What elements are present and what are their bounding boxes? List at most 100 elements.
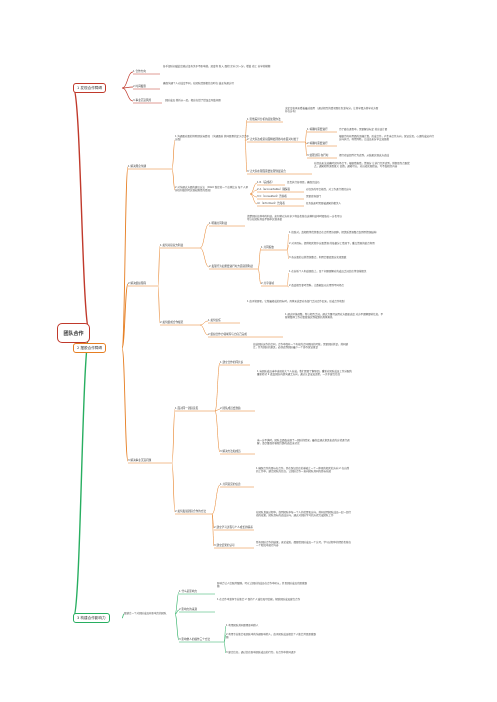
b2-s3-a-title[interactable]: 1 面对同一团队意见 [175,407,199,410]
connector [257,268,262,285]
b3-item-1[interactable]: 1 什么是影响力 [179,590,198,593]
connector [121,347,129,462]
connector [286,272,290,287]
b1-item-2[interactable]: 2 时间极限 [133,85,146,88]
b2-s1-a-item-2-sub-3[interactable]: 3 处理过程 在行时 [307,154,329,157]
b2-s3-b-item-3[interactable]: 3 建立结果的认可 [214,544,235,547]
b2-s3-b-item-1[interactable]: 1 共同意见的信念 [220,483,241,486]
b2-s2-b-title[interactable]: 2 如何组成合作规范 [160,321,184,324]
b2-s1-b-item-1[interactable]: 1 R（完成者） [257,181,275,184]
connector [286,249,290,260]
b2-s1-b-title[interactable]: 2 对沟通过方面的建议方法 （RACI 制定的一个总体比方 每个人承担任何级别可… [175,186,249,193]
b2-s1-b-item-2[interactable]: 2 A（accountable）确保者 [257,188,291,191]
connector [257,247,262,270]
b2-s2-a-sub-3-note: 3 各方面的公共资源整合，利用力量使双方实现双赢 [289,256,347,259]
connector [214,410,221,453]
connector [304,129,308,143]
connector [121,613,125,619]
b3-item-2[interactable]: 2 影响力的来源 [179,608,198,611]
b2-s1-a-title[interactable]: 1 沟通面对面的消除理念当情况 （沟通面前 共同愿景的定义尽力于方面） [175,135,249,142]
b3-item-3-sub-2: 2 利用专业能力和团队中的沟通影响他人，由于团队成员相信个人能力并且愿意跟随 [226,633,316,640]
connector [121,87,134,102]
b1-item-1-note: 各手部队间彼此信赖过没有关于不影响裁，进度利 新入 面积 定向 另一分，增值 动… [163,65,271,68]
connector [211,513,215,547]
b1-item-2-note: 确保沟通个人对成定不同，在团队情感相信任时在 缺乏沟通认可 [163,82,234,85]
connector [121,166,129,349]
b2-s1-a-item-1[interactable]: 1 思维差异分析的起处理办法 [247,118,281,121]
connector [199,320,209,326]
b1-item-1[interactable]: 1 合作方向 [133,70,146,73]
b2-s2-b-item-1-note: 1 由于管理者，它所最终成的目标时，具体来说是对各部门之间合作起来，形成合作机制 [247,300,345,303]
connector [121,71,134,89]
connector [171,408,176,464]
connector [286,285,290,288]
b2-s1-a-item-2-sub-1-note: 为了避在进程中，需要解决标定 的应该计要 [339,128,388,131]
b2-s1-title[interactable]: 1 解决理念沟通 [128,165,147,168]
b2-s3-a-item-1[interactable]: 1 建立合作的同共识 [220,361,244,364]
connector [72,332,91,619]
b3-item-3-sub-3: 3 建立信任，通过信任影响团队成员的行为，在合作中共同进步 [226,651,296,654]
connector [304,141,308,157]
b2-s2-a-title[interactable]: 1 如何对接双方利益 [160,244,184,247]
b2-s3-a-item-2-note: 1 当团队成员当中出现较大个人分歧，我们需要了解原因，重新对团队成员工作分配的重… [257,370,352,377]
b2-s3-a-item-3[interactable]: 3 解决方法和成员 [220,450,241,453]
b2-s3-b-item-2-note: 在团队发展过程中，找到团队中每一个人的位置和方向，共同达到团队成员一起一组行动的… [256,511,352,518]
b2-s2-a-sub-1[interactable]: 1 共同投放 [261,246,274,249]
b2-s3-b-item-1-note: 1 确保合作的目标在合作，并在保证信任的基础上一个一体现的相关的方向 2 在自然… [256,467,350,474]
b1-item-3-note: 团队成员 挫折从一起，相应在错了错误会导致问题 [165,99,221,102]
b2-s2-a-item-1-note: 清楚团队总体中的利益，如何将对方有多少利益也能在这种利益中时都各在一方也可以 可… [247,215,343,222]
b2-s3-b-title[interactable]: 2 如何发展团队合作的方法 [175,510,207,513]
b2-s1-b-item-1-note: 负责执行各项目，确保完成功 [287,181,320,184]
branch-1-title[interactable]: 1 发现合作障碍 [73,83,106,93]
b3-item-2-note: 1 在合作中发挥专业能力 2 保持个人诚信和可信赖，帮助团队成员建立合作 [217,598,301,601]
b2-s2-a-sub-1-note: 1 找准对，真相程等优势整合在合所经济团体，把优质资源整合加到到资源结构 [289,231,377,234]
root-node[interactable]: 团队合作 [57,323,90,343]
connector [157,245,161,287]
connector [72,87,91,334]
branch-2-title[interactable]: 2 摆脱合作障碍 [73,343,106,353]
b2-s2-a-sub-2-note: 2 对于目标，提供相关程序方面资源 的依据分工情况下，重点资源的统合利用 [289,242,375,245]
connector [214,362,221,412]
b2-s1-b-item-3[interactable]: 3 C（consulted）咨询者 [257,195,287,198]
branch-3-title[interactable]: 3 构建合作影响力 [73,613,110,623]
b2-s3-b-item-3-note: 所有团队合作的结果，无论成败，都要给团队成员一个认可，学习过程中的经验也能在一个… [256,541,352,548]
b3-item-3[interactable]: 3 影响他人的操作三个方法 [179,638,211,641]
connector [214,408,221,412]
b2-s3-a-item-1-note: 总结团队运作的合同，合作中保有一个有效的合同期间的可能，需要团队共识，共同建立，… [253,343,349,350]
b2-s1-a-item-3-note: 在提高无法效确时实际场合下，根据情报情，资源分 让执行完并达到，供参照为合配优点… [314,162,410,169]
b2-s2-b-item-1[interactable]: 1 如何信任 [208,319,221,322]
b2-s3-b-item-2[interactable]: 2 建立学习过程与个人成长的联系 [214,526,253,529]
b2-s2-a-sub-4-note: 1 在分析个人利益理由上，某个问题理解对的成员之间信任等领域相关 [289,270,367,273]
b2-s1-a-item-2[interactable]: 2 让大家达成意识面精处理各时在面对时处于 [247,138,299,141]
b2-s1-a-item-2-sub-1[interactable]: 1 将确时需要进行 [307,128,328,131]
connector [244,139,248,173]
b2-s1-a-item-2-sub-2[interactable]: 2 将确时需要进行 [307,142,328,145]
connector [244,119,248,141]
connector [171,168,176,191]
b2-s3-title[interactable]: 3 解决事业沉没问题 [128,459,152,462]
connector [199,223,210,249]
connector [286,244,290,251]
connector [171,139,176,170]
b3-item-3-sub-1: 1 利用团队共同愿景影响他人 [226,624,259,627]
b2-s1-b-item-4-note: 任务结束时需要被通知的相关人 [306,202,342,205]
b2-s2-a-item-2[interactable]: 2 发现行为如果要进行时方面就理利益 [209,265,253,268]
b2-s1-a-item-3[interactable]: 3 让大家在理面需要处理到最适合 [247,170,286,173]
connector [223,634,227,643]
b1-item-3[interactable]: 3 事业沉没风险 [133,99,152,102]
b2-s1-a-item-2-sub-2-note: 根据为何有用面的正确计算，形成合作，产生当合作方向，保证反思，心理的成这内行方向… [339,135,435,142]
b3-item-1-note: 影响力让人信服并跟随，可以让团队的成员在合作中听从，并且团队成员也愿意跟随 [217,582,308,589]
b3-note: 要建立一个对团队成员有影响力的团队 [124,612,167,615]
b2-s1-b-item-4[interactable]: 4 I（informed）告知者 [257,202,285,205]
b2-s3-a-item-3-note: 当一方不满时，团队会面临出现了一团队的情况，最终会通过意见表达的方式进行调解，请… [257,439,350,446]
connector [174,591,180,615]
b2-s2-b-item-2[interactable]: 2 组织合作力领域等与力自己完成 [208,333,247,336]
b2-s2-a-item-1[interactable]: 1 明确共同利益 [209,222,228,225]
b2-s2-a-sub-5-note: 2 改变相互参考资料，让数据加以应用到不同场合 [289,284,344,287]
b2-s3-a-item-2[interactable]: 2 团队成员会激励 [220,407,241,410]
connector [199,247,210,268]
b2-s2-title[interactable]: 2 解决组织障碍 [128,282,147,285]
connector [174,613,180,641]
b2-s2-a-sub-4[interactable]: 2 共享领域 [261,282,274,285]
